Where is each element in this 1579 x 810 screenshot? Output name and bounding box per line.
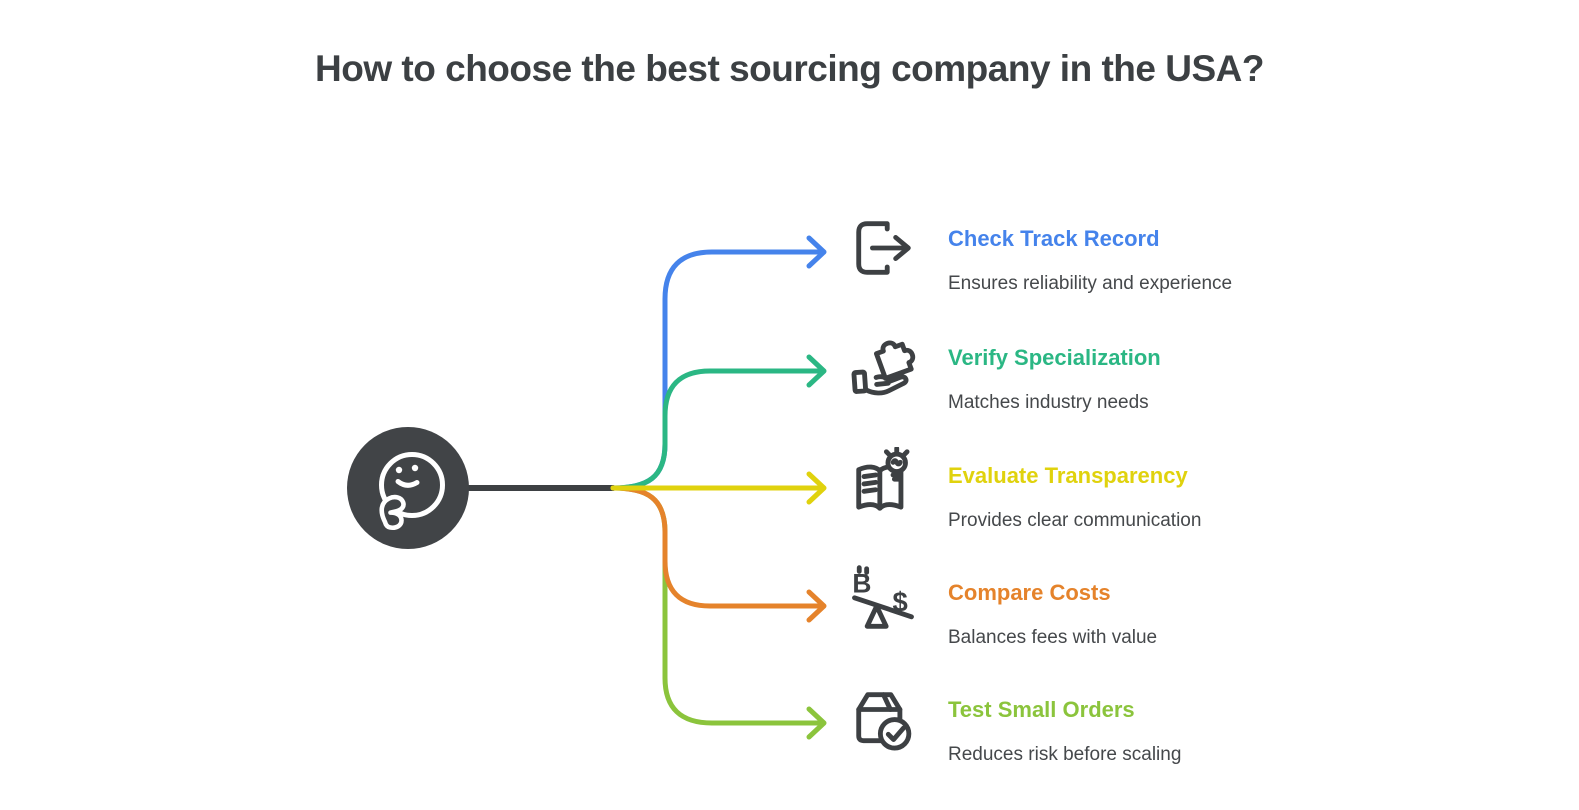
item-label: Test Small Orders	[948, 697, 1135, 722]
branch-item-compare-costs: B $ Compare Costs Balances fees with val…	[845, 564, 1325, 664]
book-lightbulb-icon	[845, 447, 921, 523]
item-description: Matches industry needs	[948, 392, 1149, 413]
item-description: Reduces risk before scaling	[948, 744, 1182, 765]
item-label: Check Track Record	[948, 226, 1160, 251]
branch-item-test-small-orders: Test Small Orders Reduces risk before sc…	[845, 681, 1325, 781]
connector-test-small-orders	[610, 485, 827, 740]
export-arrow-icon	[845, 210, 921, 286]
svg-text:B: B	[852, 569, 871, 599]
connector-check-track-record	[610, 235, 827, 491]
item-label: Compare Costs	[948, 580, 1111, 605]
hand-puzzle-icon	[845, 329, 921, 405]
item-label: Verify Specialization	[948, 345, 1161, 370]
page-title: How to choose the best sourcing company …	[315, 48, 1264, 89]
item-label: Evaluate Transparency	[948, 463, 1188, 488]
branch-item-verify-specialization: Verify Specialization Matches industry n…	[845, 329, 1325, 429]
branch-item-evaluate-transparency: Evaluate Transparency Provides clear com…	[845, 447, 1325, 547]
connector-verify-specialization	[610, 354, 827, 491]
item-description: Provides clear communication	[948, 510, 1202, 531]
package-check-icon	[845, 681, 921, 757]
connector-evaluate-transparency	[610, 471, 827, 505]
svg-text:$: $	[893, 587, 908, 618]
item-description: Ensures reliability and experience	[948, 273, 1233, 294]
connector-compare-costs	[610, 485, 827, 623]
thinking-face-icon	[347, 427, 469, 549]
branch-item-check-track-record: Check Track Record Ensures reliability a…	[845, 210, 1325, 310]
cost-balance-icon: B $	[845, 564, 921, 640]
item-description: Balances fees with value	[948, 627, 1158, 648]
center-node	[338, 418, 478, 558]
